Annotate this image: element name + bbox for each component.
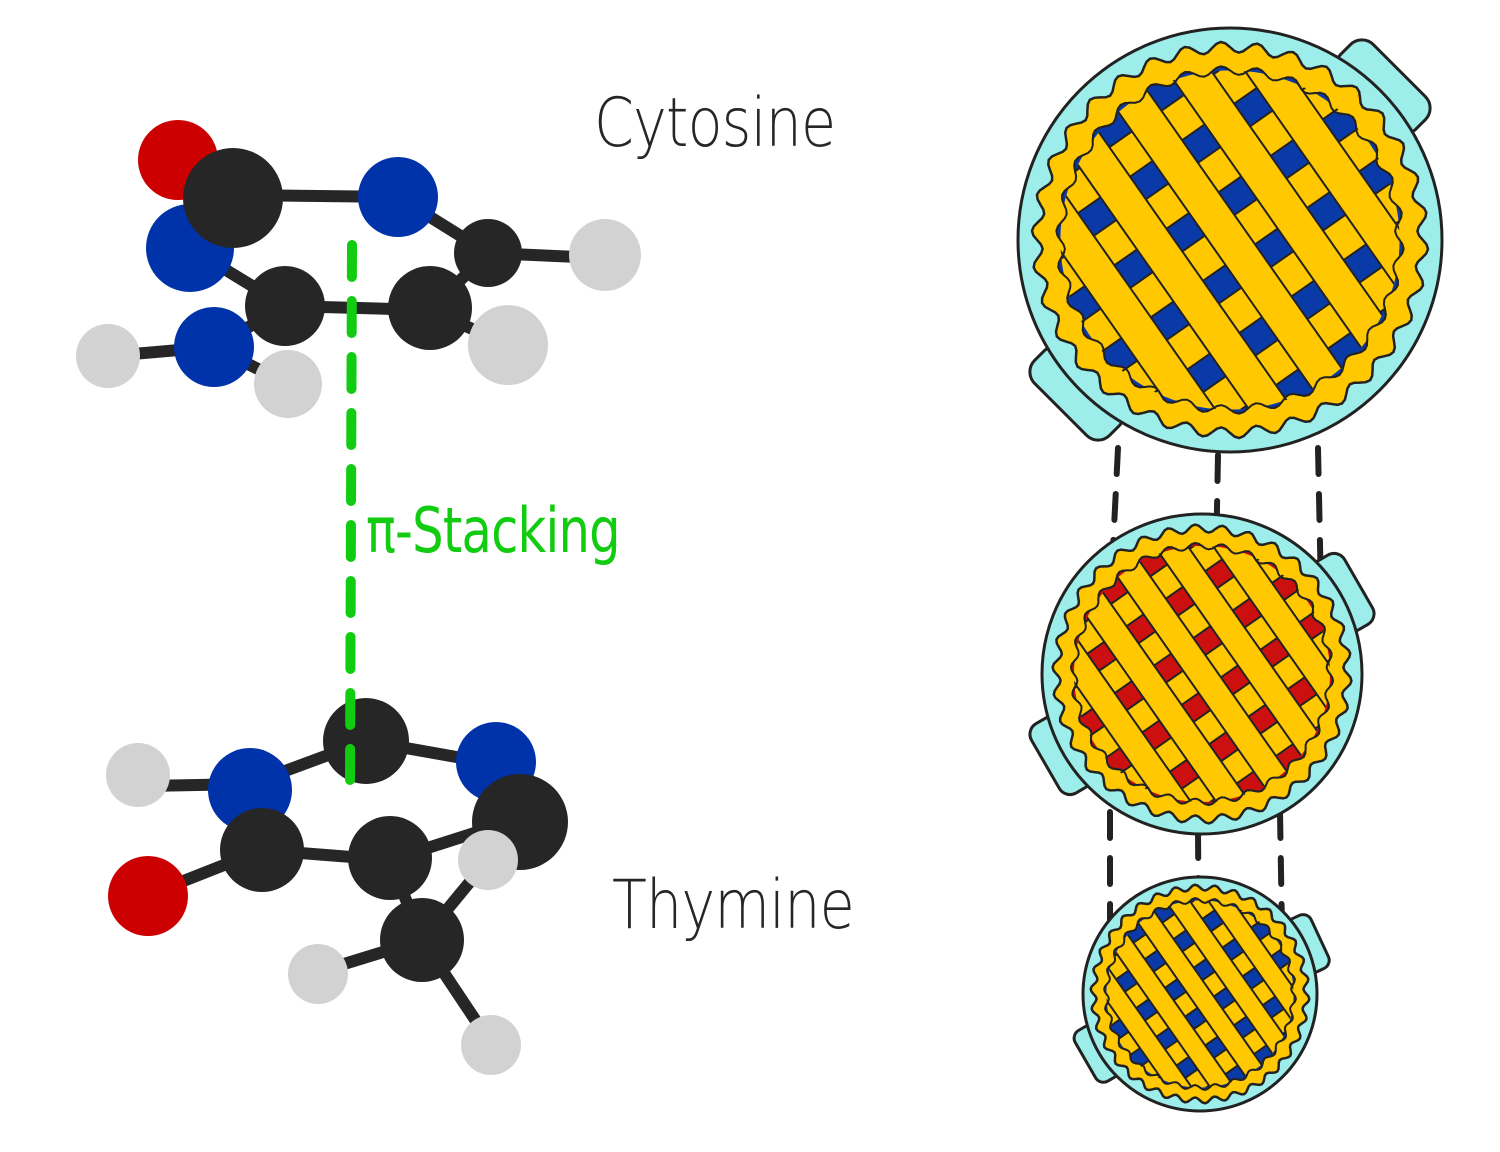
thymine-label: Thymine — [612, 866, 855, 945]
pie-2 — [1028, 512, 1376, 836]
hydrogen-atom — [458, 830, 518, 890]
pi-stacking-label: π-Stacking — [366, 494, 621, 567]
carbon-atom — [388, 266, 472, 350]
hydrogen-atom — [569, 219, 641, 291]
carbon-atom — [245, 266, 325, 346]
pie-1 — [1016, 26, 1444, 454]
carbon-atom — [380, 898, 464, 982]
pie-inner-edge — [1055, 65, 1405, 415]
carbon-atom — [348, 816, 432, 900]
hydrogen-atom — [76, 324, 140, 388]
pie-3 — [1072, 875, 1331, 1113]
pie-inner-edge — [1069, 541, 1335, 807]
thymine-molecule — [106, 698, 568, 1075]
hydrogen-atom — [288, 944, 348, 1004]
pi-stacking-line — [345, 240, 357, 785]
pie-inner-edge — [1103, 897, 1297, 1091]
nitrogen-atom — [358, 157, 438, 237]
hydrogen-atom — [461, 1015, 521, 1075]
carbon-atom — [220, 808, 304, 892]
pie-stack-connectors — [1107, 445, 1325, 1093]
oxygen-atom — [108, 856, 188, 936]
carbon-atom — [183, 148, 283, 248]
nitrogen-atom — [174, 307, 254, 387]
hydrogen-atom — [254, 350, 322, 418]
cytosine-label: Cytosine — [594, 84, 836, 163]
pie-stack — [1016, 26, 1444, 1113]
carbon-atom — [454, 219, 522, 287]
hydrogen-atom — [106, 743, 170, 807]
hydrogen-atom — [468, 305, 548, 385]
cytosine-molecule — [76, 120, 641, 418]
carbon-atom — [323, 698, 409, 784]
